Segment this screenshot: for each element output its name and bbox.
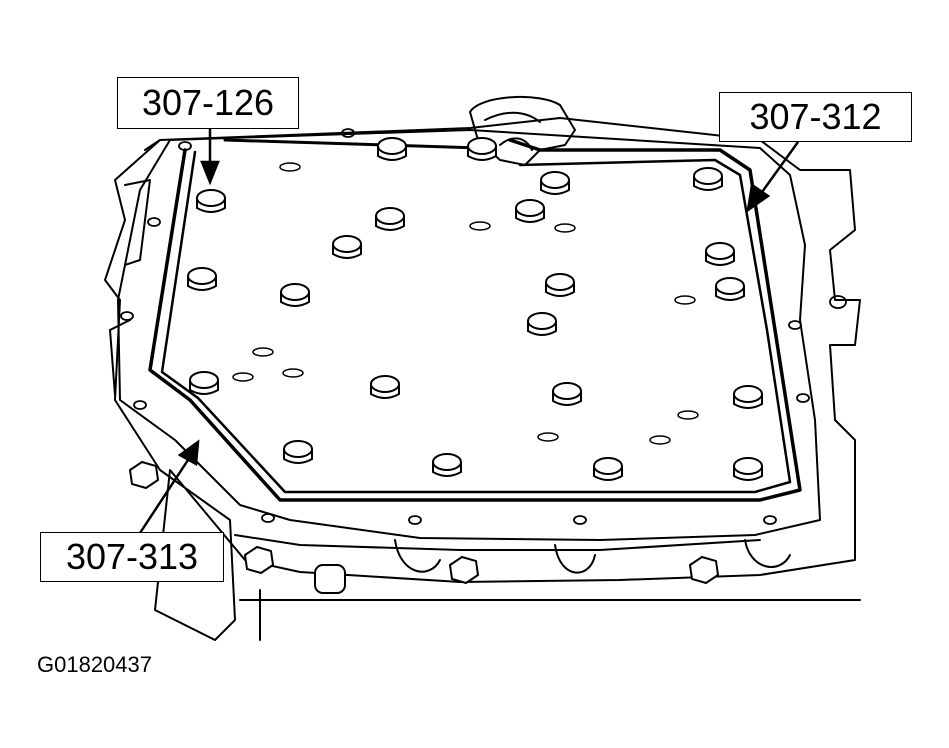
- gasket-top-segment: [223, 138, 482, 150]
- bolt: [545, 273, 575, 297]
- bolt: [375, 207, 405, 231]
- bolt: [515, 199, 545, 223]
- bolt: [377, 137, 407, 161]
- callout-307-313: 307-313: [40, 532, 224, 582]
- bolt: [332, 235, 362, 259]
- bolt: [280, 283, 310, 307]
- bolt: [187, 267, 217, 291]
- bolt: [283, 440, 313, 464]
- connector-housing: [469, 96, 576, 166]
- case-bottom-detail: [234, 534, 861, 641]
- bolt: [593, 457, 623, 481]
- case-left-detail: [109, 139, 161, 396]
- bolt: [715, 277, 745, 301]
- bolt: [693, 167, 723, 191]
- valve-body-bolts: [187, 137, 763, 481]
- bolt: [540, 171, 570, 195]
- bolt: [705, 242, 735, 266]
- callout-arrows: [138, 128, 800, 534]
- bolt: [189, 371, 219, 395]
- pan-flange: [117, 129, 821, 541]
- case-bolts: [128, 460, 720, 594]
- bolt: [733, 385, 763, 409]
- transmission-case-outline: [104, 117, 861, 641]
- bolt: [552, 382, 582, 406]
- bolt: [733, 457, 763, 481]
- callout-307-312: 307-312: [719, 92, 912, 142]
- bolt: [370, 375, 400, 399]
- gasket-seal-inner: [160, 150, 792, 494]
- plate-ports: [232, 162, 699, 445]
- bolt: [432, 453, 462, 477]
- flange-holes: [120, 128, 847, 525]
- bolt: [467, 137, 497, 161]
- bolt: [196, 189, 226, 213]
- bolt: [527, 312, 557, 336]
- figure-id: G01820437: [37, 652, 152, 677]
- gasket-seal-outer: [148, 138, 802, 502]
- callout-307-126: 307-126: [117, 77, 299, 129]
